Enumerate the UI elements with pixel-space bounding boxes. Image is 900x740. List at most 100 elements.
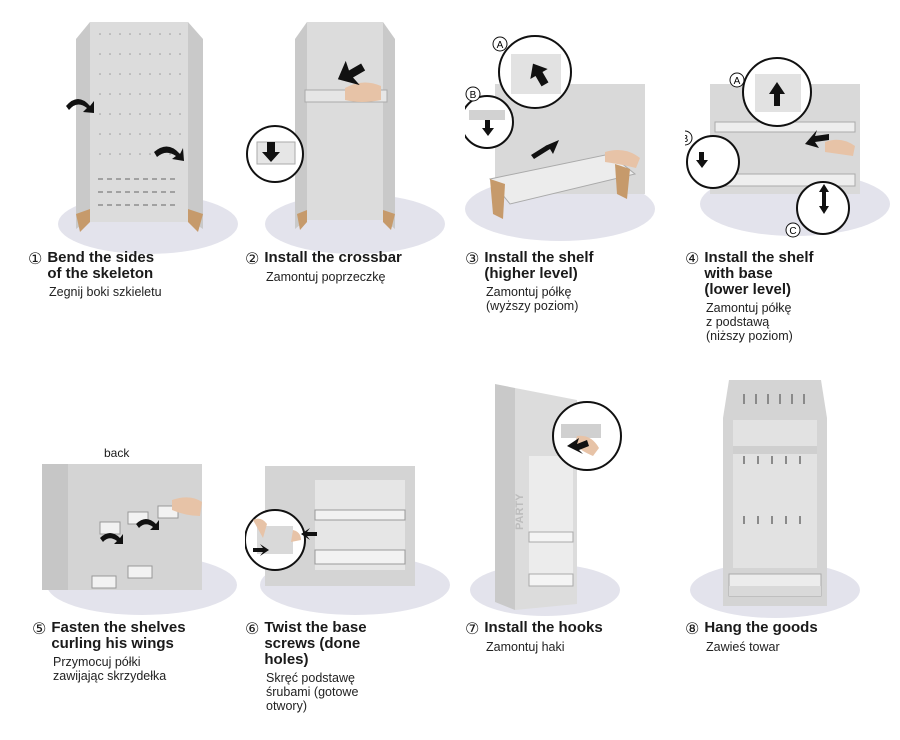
step-number: ⑦ — [465, 619, 480, 638]
skeleton-left-wing — [76, 22, 90, 229]
step-8-illustration — [690, 380, 860, 618]
step-5-illustration — [42, 464, 237, 615]
step-number: ① — [28, 249, 43, 268]
unit-side — [495, 384, 515, 610]
down-arrow-icon — [482, 120, 494, 136]
brand-logo-text: PARTY — [514, 493, 526, 530]
down-arrow-icon — [262, 142, 280, 162]
step-number: ② — [245, 249, 260, 268]
callout-letter: C — [789, 226, 796, 237]
shelf-base — [314, 549, 406, 565]
step-title: Install the shelf(higher level) — [484, 249, 594, 282]
step-4-illustration: A B C — [685, 57, 890, 238]
unit-inner — [529, 456, 573, 586]
step-number: ⑤ — [32, 619, 47, 638]
cardboard-foot-right — [615, 164, 630, 199]
unit-back-panel — [42, 464, 202, 590]
step-6-illustration — [245, 466, 450, 615]
arrow-icon — [530, 63, 549, 87]
callout-letter: A — [734, 76, 741, 87]
hand — [345, 82, 381, 102]
callout-letter: B — [685, 134, 689, 145]
step-subtitle: Zegnij boki szkieletu — [49, 285, 162, 299]
step-3: A B ③ Install the shelf(higher level) Za… — [465, 14, 675, 374]
cardboard-foot-right — [188, 209, 203, 232]
rotate-arrow-icon — [136, 519, 159, 530]
hand — [825, 139, 855, 156]
step-3-caption: ③ Install the shelf(higher level) Zamont… — [465, 249, 675, 314]
step-subtitle: Zamontuj poprzeczkę — [266, 270, 386, 284]
cardboard-foot-left — [490, 179, 505, 219]
cardboard-foot-left — [76, 209, 90, 232]
up-arrow-icon — [769, 82, 785, 106]
unit-side — [42, 464, 68, 590]
step-subtitle: Zamontuj półkę(wyższy poziom) — [486, 285, 579, 313]
skeleton-left-wing — [295, 22, 307, 229]
step-number: ⑥ — [245, 619, 260, 638]
rotate-arrow-icon — [66, 99, 94, 113]
pegboard-holes — [99, 33, 181, 155]
step-2-caption: ② Install the crossbar Zamontuj poprzecz… — [245, 249, 455, 285]
step-1-illustration — [58, 22, 238, 254]
step-number: ③ — [465, 249, 480, 268]
skeleton-right-wing — [383, 22, 395, 229]
step-8: ⑧ Hang the goods Zawieś towar — [685, 380, 895, 740]
step-number: ⑧ — [685, 619, 700, 638]
shelf-upper — [314, 509, 406, 521]
hooks — [743, 394, 805, 524]
step-subtitle: Zawieś towar — [706, 640, 780, 654]
shelf-base-front — [729, 586, 821, 596]
cardboard-foot-right — [383, 210, 395, 230]
slot-lines — [98, 178, 178, 206]
step-8-caption: ⑧ Hang the goods Zawieś towar — [685, 619, 895, 655]
down-arrow-icon — [696, 152, 708, 168]
hand — [291, 530, 301, 542]
callout-label-a — [492, 36, 508, 52]
skeleton-right-wing — [188, 22, 203, 229]
arrow-icon — [301, 528, 317, 540]
back-label: back — [104, 446, 130, 460]
shelf — [528, 531, 574, 543]
shelf-base — [528, 573, 574, 587]
step-2: ② Install the crossbar Zamontuj poprzecz… — [245, 14, 455, 374]
step-3-illustration: A B — [465, 35, 655, 241]
up-down-arrow-icon — [819, 184, 829, 214]
hand — [172, 497, 202, 516]
hook-arrow-icon — [567, 438, 589, 454]
callout-label-b — [465, 86, 481, 102]
arrow-icon — [337, 60, 366, 86]
step-2-illustration — [246, 22, 445, 254]
callout-letter: A — [497, 40, 504, 51]
step-subtitle: Zamontuj haki — [486, 640, 565, 654]
pegboard — [733, 420, 817, 568]
shelf-wings — [91, 505, 179, 589]
callout-letter: B — [470, 90, 477, 101]
callout-b — [686, 135, 740, 189]
step-title: Hang the goods — [704, 619, 818, 636]
hand — [605, 150, 640, 168]
step-number: ④ — [685, 249, 700, 268]
arrow-icon — [253, 544, 269, 556]
step-title: Install the crossbar — [264, 249, 402, 266]
cardboard-foot-left — [297, 210, 307, 230]
step-title: Install the hooks — [484, 619, 603, 636]
step-7-illustration: PARTY — [470, 384, 622, 616]
step-7-caption: ⑦ Install the hooks Zamontuj haki — [465, 619, 675, 655]
skeleton-back-panel — [90, 22, 188, 222]
arrow-icon — [531, 140, 559, 159]
rotate-arrow-icon — [154, 146, 184, 161]
